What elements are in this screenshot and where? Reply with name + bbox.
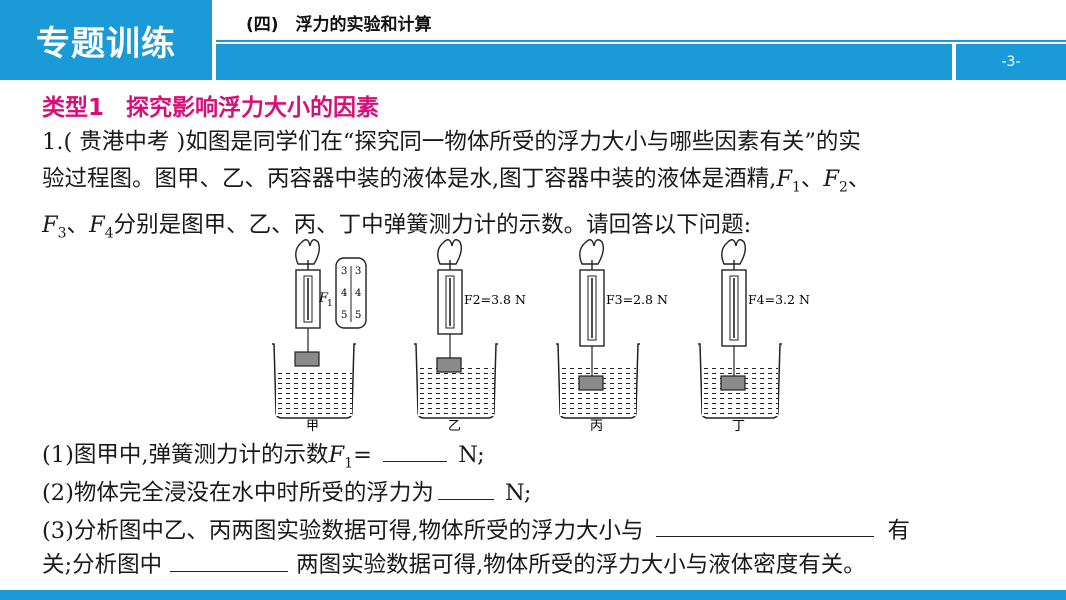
q3-text-d: 两图实验数据可得,物体所受的浮力大小与液体密度有关。	[296, 552, 866, 578]
test-block	[720, 375, 746, 391]
problem-line-2: 验过程图。图甲、乙、丙容器中装的液体是水,图丁容器中装的液体是酒精,F1、F2、	[42, 166, 871, 196]
q3-line-2: 关;分析图中 两图实验数据可得,物体所受的浮力大小与液体密度有关。	[42, 548, 1027, 582]
section-type: 类型1	[42, 95, 105, 121]
q3-text-a: (3)分析图中乙、丙两图实验数据可得,物体所受的浮力大小与	[42, 518, 644, 544]
test-block	[578, 375, 604, 391]
page-number: -3-	[956, 44, 1066, 80]
label-bing: 丙	[590, 419, 603, 434]
tick-5: 5	[341, 310, 347, 321]
header-band	[216, 44, 952, 80]
tick-3-right: 3	[355, 266, 361, 277]
hand-icon	[579, 239, 605, 265]
problem-line-1: 1.( 贵港中考 )如图是同学们在“探究同一物体所受的浮力大小与哪些因素有关”的…	[42, 129, 861, 155]
q3-line-1: (3)分析图中乙、丙两图实验数据可得,物体所受的浮力大小与 有	[42, 514, 1027, 548]
problem-line-3: F3、F4分别是图甲、乙、丙、丁中弹簧测力计的示数。请回答以下问题:	[42, 211, 752, 242]
tick-4-right: 4	[355, 288, 361, 299]
question-1: (1)图甲中,弹簧测力计的示数F1= N;	[42, 438, 1027, 481]
q3-answer-blank-1[interactable]	[655, 514, 874, 537]
hand-icon	[721, 239, 747, 265]
q1-text: (1)图甲中,弹簧测力计的示数	[42, 442, 329, 468]
topic-title: (四) 浮力的实验和计算	[246, 15, 432, 35]
section-title: 探究影响浮力大小的因素	[126, 95, 380, 121]
q2-unit: N;	[497, 480, 532, 506]
q3-text-c: 关;分析图中	[42, 552, 163, 578]
header-rule	[216, 40, 1066, 42]
label-jia: 甲	[306, 419, 319, 434]
experiment-figure: F 1 3 4 5 3 4 5 甲 F2=3.8 N 乙 F 3	[272, 239, 810, 434]
hand-icon	[437, 239, 463, 265]
tick-3: 3	[341, 266, 347, 277]
q1-eq: =	[353, 442, 380, 468]
q2-text: (2)物体完全浸没在水中时所受的浮力为	[42, 480, 434, 506]
test-block	[294, 351, 320, 367]
q2-answer-blank[interactable]	[437, 477, 494, 500]
section-heading: 类型1 探究影响浮力大小的因素	[42, 88, 401, 122]
footer-band	[0, 590, 1066, 600]
question-2: (2)物体完全浸没在水中时所受的浮力为 N;	[42, 476, 1027, 510]
setup-jia: F 1 3 4 5 3 4 5 甲	[272, 239, 367, 434]
label-yi: 乙	[448, 419, 461, 434]
setup-bing: F3=2.8 N 丙	[556, 239, 668, 434]
question-3: (3)分析图中乙、丙两图实验数据可得,物体所受的浮力大小与 有 关;分析图中 两图…	[42, 514, 1027, 582]
reading-f2: F2=3.8 N	[464, 292, 526, 307]
q3-text-b: 有	[887, 518, 911, 544]
setup-yi: F2=3.8 N 乙	[414, 239, 526, 434]
q1-unit: N;	[451, 442, 485, 468]
q3-answer-blank-2[interactable]	[170, 549, 289, 572]
reading-f1: F	[318, 291, 329, 306]
setup-ding: F4=3.2 N 丁	[698, 239, 810, 434]
tick-5-right: 5	[355, 310, 361, 321]
q1-answer-blank[interactable]	[383, 439, 448, 462]
series-tag: 专题训练	[0, 0, 212, 80]
problem-line-3-text: 分别是图甲、乙、丙、丁中弹簧测力计的示数。请回答以下问题:	[113, 211, 752, 238]
reading-f3: F3=2.8 N	[606, 292, 668, 307]
label-ding: 丁	[732, 419, 745, 434]
hand-icon	[295, 239, 321, 265]
tick-4: 4	[341, 288, 347, 299]
svg-text:1: 1	[327, 299, 333, 309]
problem-statement: 1.( 贵港中考 )如图是同学们在“探究同一物体所受的浮力大小与哪些因素有关”的…	[42, 124, 1027, 252]
problem-line-2-text: 验过程图。图甲、乙、丙容器中装的液体是水,图丁容器中装的液体是酒精,	[42, 166, 777, 192]
reading-f4: F4=3.2 N	[748, 292, 810, 307]
